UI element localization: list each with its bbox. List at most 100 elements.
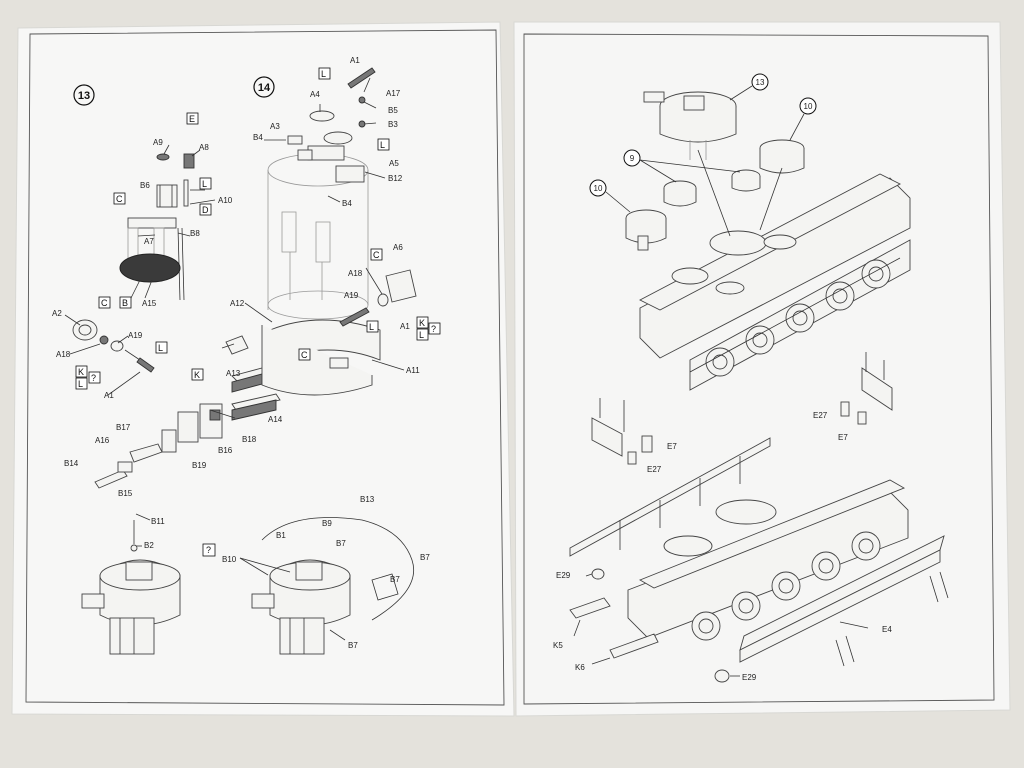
- label-k6: K6: [575, 663, 585, 672]
- label-14-a6: A6: [393, 243, 403, 252]
- label-14-a3: A3: [270, 122, 280, 131]
- turret-10b: [625, 209, 667, 251]
- label-l2: L: [158, 343, 163, 353]
- label-14-c2: C: [301, 350, 308, 360]
- label-b8: B8: [190, 229, 200, 238]
- label-k2: K: [194, 370, 200, 380]
- label-b1: B1: [276, 531, 286, 540]
- label-e: E: [189, 114, 195, 124]
- label-14-c: C: [373, 250, 380, 260]
- label-14-b12: B12: [388, 174, 403, 183]
- step-13-drawing: [64, 144, 281, 489]
- label-b10: B7: [420, 553, 430, 562]
- bottom-turret-left: B11 B2: [81, 513, 181, 655]
- label-l3: L: [78, 379, 83, 389]
- label-e29-top: E29: [556, 571, 571, 580]
- label-14-l3: L: [369, 322, 374, 332]
- label-14-a12: A12: [230, 299, 245, 308]
- label-c2: C: [101, 298, 108, 308]
- label-b11: B11: [151, 517, 165, 526]
- label-a8: A8: [199, 143, 209, 152]
- label-14-b4: B4: [253, 133, 263, 142]
- label-k5: K5: [553, 641, 563, 650]
- callout-10a: 10: [789, 97, 817, 141]
- label-a10: A10: [218, 196, 233, 205]
- svg-text:10: 10: [804, 102, 813, 111]
- label-e27-left: E27: [647, 465, 662, 474]
- callout-10b: 10: [589, 179, 631, 213]
- label-14-a19: A19: [344, 291, 359, 300]
- label-14-q: ?: [431, 324, 436, 334]
- step-14-drawing: [221, 67, 417, 396]
- label-14-k: K: [419, 318, 425, 328]
- label-k: K: [78, 367, 84, 377]
- label-b13: B13: [360, 495, 375, 504]
- label-b18: B18: [242, 435, 257, 444]
- label-a18: A18: [56, 350, 71, 359]
- label-b19: B19: [192, 461, 207, 470]
- step-14-badge: 14: [253, 76, 275, 98]
- label-14-a1b: A1: [400, 322, 410, 331]
- label-e7-right: E7: [838, 433, 848, 442]
- label-e29-bottom: E29: [742, 673, 757, 682]
- label-b7d: B7: [348, 641, 358, 650]
- label-b7a: B7: [336, 539, 346, 548]
- label-b7c: B7: [390, 575, 400, 584]
- label-14-a11: A11: [406, 366, 420, 375]
- label-c: C: [116, 194, 123, 204]
- label-b17: B17: [116, 423, 131, 432]
- label-e4: E4: [882, 625, 892, 634]
- label-b6: B6: [140, 181, 150, 190]
- label-a7: A7: [144, 237, 154, 246]
- label-e7-left: E7: [667, 442, 677, 451]
- label-a1: A1: [104, 391, 114, 400]
- label-14-l2: L: [380, 140, 385, 150]
- label-14-a17: A17: [386, 89, 401, 98]
- label-a15: A15: [142, 299, 157, 308]
- svg-text:9: 9: [630, 154, 635, 163]
- step-13-badge: 13: [73, 84, 95, 106]
- callout-13: 13: [729, 73, 769, 101]
- label-14-b4b: B4: [342, 199, 352, 208]
- svg-text:13: 13: [78, 90, 90, 102]
- label-a14: A14: [268, 415, 283, 424]
- bracket-right: E27 E7: [813, 352, 893, 442]
- label-14-a4: A4: [310, 90, 320, 99]
- label-b9: B9: [322, 519, 332, 528]
- label-a2: A2: [52, 309, 62, 318]
- label-b: B: [122, 298, 128, 308]
- bottom-turret-right: ? B13 B9 B1 B7 B7 B10 B7 B7: [202, 495, 430, 655]
- label-bottom-q: ?: [206, 545, 211, 555]
- label-a13: A13: [226, 369, 241, 378]
- label-14-b5: B5: [388, 106, 398, 115]
- label-d: D: [202, 205, 209, 215]
- step-13-labels: A9 A8 E B6 L A10 D C A7 B8 B A15 A2 C A1…: [52, 112, 283, 498]
- svg-text:10: 10: [594, 184, 603, 193]
- label-a16: A16: [95, 436, 110, 445]
- label-b7b: B10: [222, 555, 237, 564]
- label-14-a5: A5: [389, 159, 399, 168]
- label-b2: B2: [144, 541, 154, 550]
- label-a9: A9: [153, 138, 163, 147]
- step-14-labels: A1 L A17 A4 B5 B3 L A3 B4 A5 B12 B4 C A6…: [230, 56, 441, 375]
- label-a19: A19: [128, 331, 143, 340]
- svg-text:13: 13: [756, 78, 765, 87]
- label-14-b3: B3: [388, 120, 398, 129]
- svg-text:14: 14: [258, 82, 271, 94]
- callout-9: 9: [623, 149, 741, 183]
- label-14-l: L: [321, 69, 326, 79]
- upper-tank: 13 10 9 10: [589, 73, 911, 391]
- left-page: 13 14: [11, 21, 515, 717]
- label-b16: B16: [218, 446, 233, 455]
- label-b15: B15: [118, 489, 133, 498]
- turret-10a: [759, 139, 805, 174]
- label-14-l4: L: [419, 330, 424, 340]
- lower-wheels: [691, 531, 881, 641]
- label-b14: B14: [64, 459, 79, 468]
- bracket-left: E7 E27: [591, 398, 677, 474]
- turret-13: [643, 91, 737, 160]
- label-14-a18: A18: [348, 269, 363, 278]
- turret-9: [663, 169, 761, 207]
- label-q: ?: [91, 373, 96, 383]
